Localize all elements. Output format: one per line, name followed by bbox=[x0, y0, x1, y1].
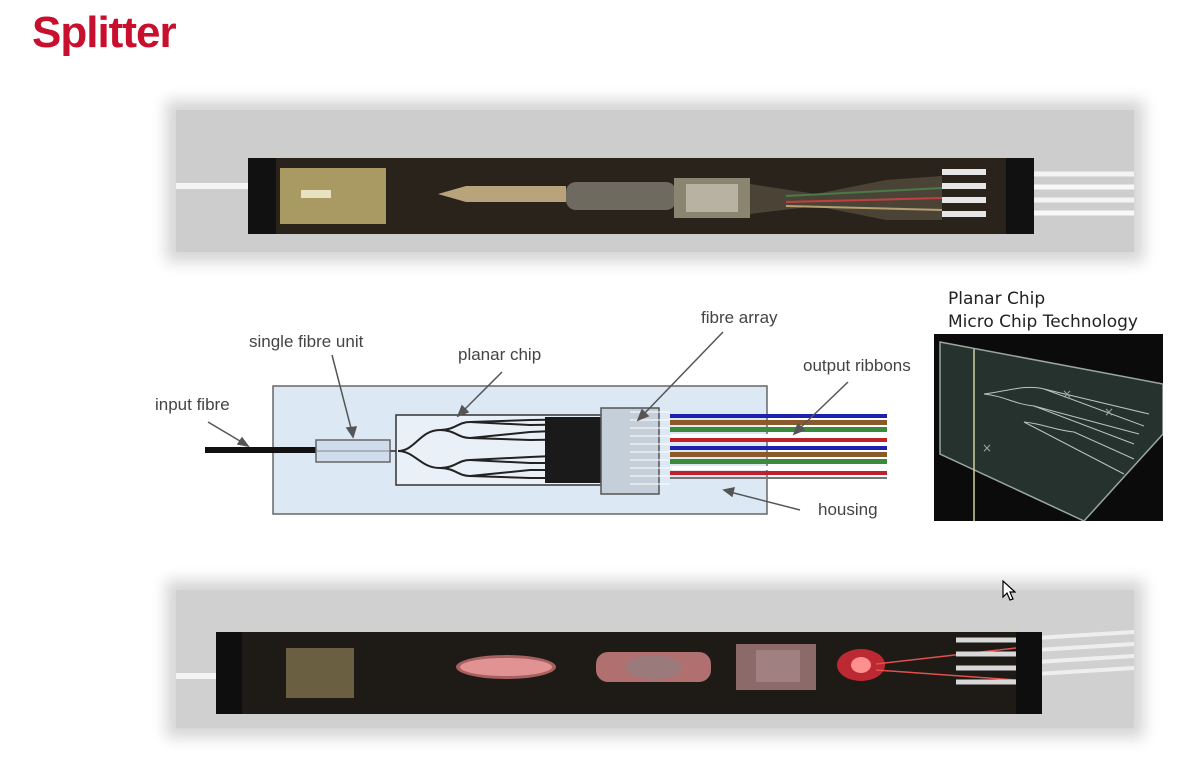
label-fibre-array: fibre array bbox=[701, 308, 778, 327]
label-housing: housing bbox=[818, 500, 878, 519]
chip-output-block bbox=[545, 417, 602, 483]
svg-text:×: × bbox=[1062, 387, 1072, 401]
page-title: Splitter bbox=[32, 8, 177, 57]
splitter-photo-bottom bbox=[176, 590, 1134, 728]
label-input-fibre: input fibre bbox=[155, 395, 230, 414]
mouse-pointer-icon bbox=[1002, 579, 1017, 607]
inset-caption-line2: Micro Chip Technology bbox=[948, 312, 1138, 332]
fibre-array-box bbox=[600, 407, 660, 495]
output-ribbons bbox=[670, 414, 887, 479]
splitter-photo-top bbox=[176, 110, 1134, 252]
callout-arrows bbox=[207, 331, 849, 511]
inset-caption-line1: Planar Chip bbox=[948, 289, 1046, 309]
inset-caption: Planar Chip Micro Chip Technology bbox=[948, 288, 1178, 334]
svg-text:×: × bbox=[982, 441, 992, 455]
fibre-array-lines bbox=[630, 411, 670, 485]
planar-chip-photo: × × × bbox=[934, 334, 1164, 522]
svg-text:×: × bbox=[1104, 405, 1114, 419]
label-output-ribbons: output ribbons bbox=[803, 356, 911, 375]
splitter-diagram bbox=[205, 331, 887, 515]
label-single-fibre-unit: single fibre unit bbox=[249, 332, 364, 351]
label-planar-chip: planar chip bbox=[458, 345, 542, 364]
